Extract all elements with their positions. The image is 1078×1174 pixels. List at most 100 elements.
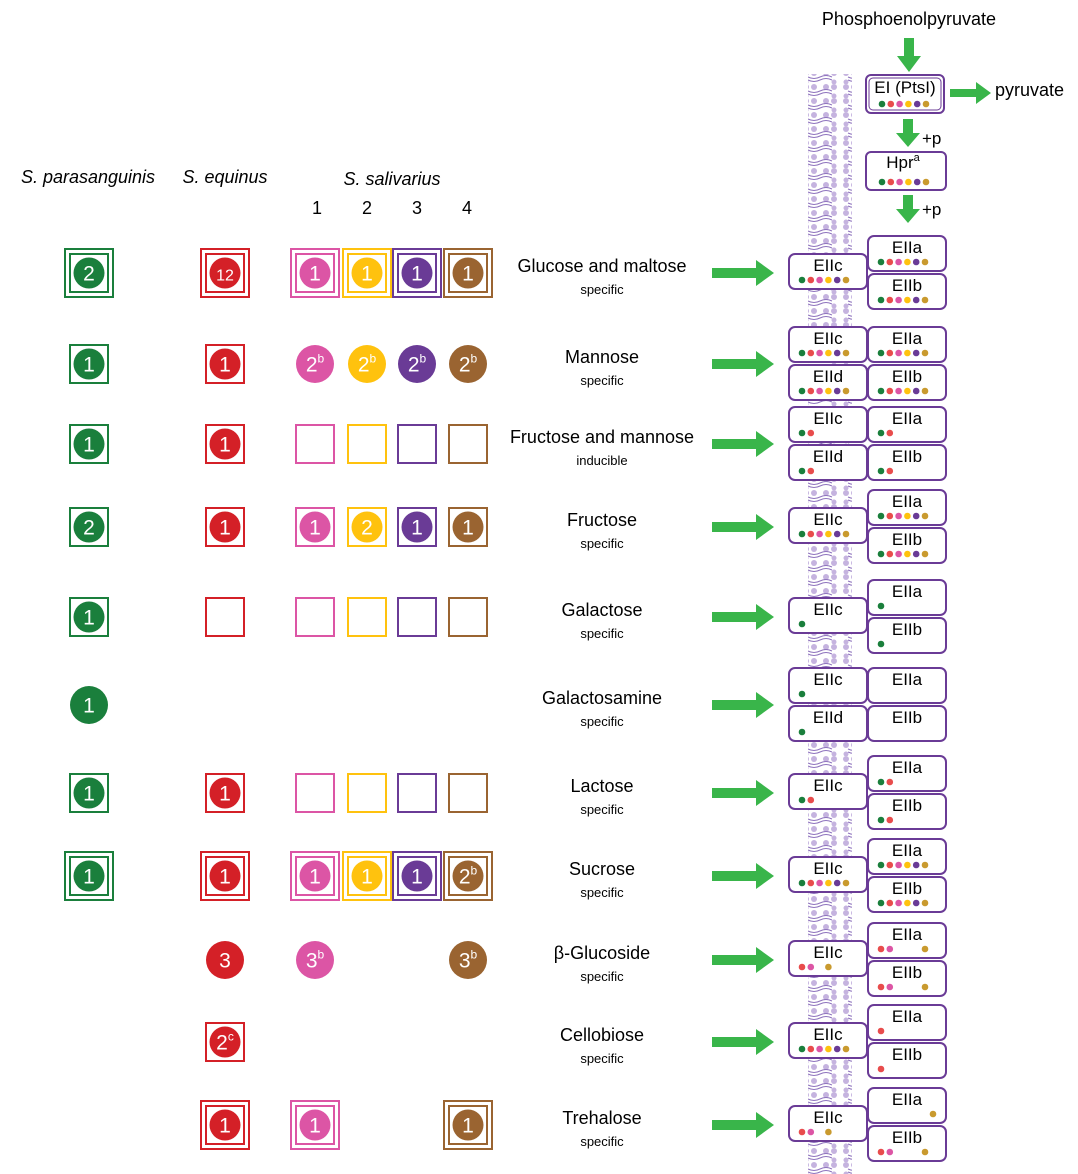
species-dot	[895, 550, 902, 558]
gene-count-circle	[351, 257, 383, 289]
species-dot	[878, 178, 886, 186]
gene-symbol-parasanguinis: 2	[64, 248, 114, 298]
gene-count-circle	[299, 1109, 331, 1141]
gene-symbol-parasanguinis: 1	[69, 344, 109, 384]
eii-label: EIIa	[892, 1007, 923, 1026]
species-dot	[921, 945, 929, 953]
eii-box-eiid: EIId	[788, 705, 868, 742]
eii-box-eiia: EIIa	[867, 1087, 947, 1124]
eii-label: EIIb	[892, 796, 922, 815]
species-dot	[816, 276, 823, 284]
species-dot	[895, 296, 902, 304]
gene-symbol-sal3	[397, 597, 437, 637]
species-dot	[929, 1110, 937, 1118]
eii-label: EIIb	[892, 530, 922, 549]
species-dot	[886, 899, 894, 907]
eii-box-eiia: EIIa	[867, 1004, 947, 1041]
gene-count-circle	[401, 860, 433, 892]
gene-count-circle	[209, 777, 241, 809]
species-dot	[921, 550, 929, 558]
eii-box-eiic: EIIc	[788, 1022, 868, 1059]
eii-label: EIIb	[892, 708, 922, 727]
species-dot	[833, 276, 841, 284]
species-dot	[798, 467, 806, 475]
species-dot	[877, 258, 885, 266]
gene-count: 2b	[306, 352, 325, 377]
eii-box-eiic: EIIc	[788, 406, 868, 443]
species-dot	[842, 530, 850, 538]
species-dot	[886, 945, 894, 953]
gene-symbol-sal2: 2b	[348, 345, 386, 383]
eii-box-eiic: EIIc	[788, 597, 868, 634]
species-dot	[886, 816, 894, 824]
eii-box-eiia: EIIa	[867, 667, 947, 704]
gene-count-circle	[209, 1109, 241, 1141]
sugar-specificity: inducible	[576, 453, 627, 468]
species-dot	[912, 861, 920, 869]
species-dot	[913, 178, 921, 186]
gene-count: 1	[309, 1115, 321, 1138]
sugar-name: Cellobiose	[560, 1025, 644, 1045]
species-dot	[816, 349, 823, 357]
gene-count: 2c	[216, 1030, 234, 1055]
sugar-specificity: specific	[580, 1134, 624, 1149]
gene-count-circle	[73, 860, 105, 892]
eii-box-eiia: EIIa	[867, 406, 947, 443]
species-dot	[886, 296, 894, 304]
species-dot	[912, 387, 920, 395]
eii-label: EIIa	[892, 409, 923, 428]
gene-count: 2	[83, 517, 95, 540]
species-dot	[877, 387, 885, 395]
eii-label: EIIb	[892, 1045, 922, 1064]
ei-dots	[878, 100, 930, 108]
gene-count: 1	[411, 866, 423, 889]
gene-symbol-sal1	[295, 773, 335, 813]
gene-count: 1	[361, 263, 373, 286]
species-dot	[912, 899, 920, 907]
species-dot	[877, 899, 885, 907]
ei-label: EI (PtsI)	[874, 78, 935, 97]
gene-count: 2b	[459, 864, 478, 889]
species-dot	[877, 640, 885, 648]
gene-count: 1	[219, 434, 231, 457]
eii-label: EIIa	[892, 329, 923, 348]
eii-label: EIId	[813, 708, 843, 727]
species-dot	[913, 100, 921, 108]
species-dot	[877, 349, 885, 357]
sugar-name: Sucrose	[569, 859, 635, 879]
gene-count: 1	[83, 783, 95, 806]
species-dot	[904, 550, 911, 558]
gene-count-circle	[452, 511, 484, 543]
gene-count-circle	[452, 860, 484, 892]
species-dot	[825, 963, 832, 971]
gene-count-circle	[209, 1026, 241, 1058]
species-dot	[833, 879, 841, 887]
species-dot	[798, 879, 806, 887]
species-dot	[807, 349, 815, 357]
gene-symbol-sal3: 2b	[398, 345, 436, 383]
species-dot	[825, 1045, 832, 1053]
species-dot	[807, 1045, 815, 1053]
gene-symbol-sal4: 3b	[449, 941, 487, 979]
eii-label: EIIb	[892, 1128, 922, 1147]
gene-symbol-parasanguinis: 1	[69, 597, 109, 637]
species-equinus-label: S. equinus	[182, 167, 267, 187]
gene-symbol-parasanguinis: 1	[69, 424, 109, 464]
gene-count: 1	[83, 434, 95, 457]
species-dot	[842, 276, 850, 284]
species-dot	[798, 530, 806, 538]
eii-label: EIIc	[813, 1108, 843, 1127]
species-dot	[825, 530, 832, 538]
species-dot	[886, 512, 894, 520]
gene-symbol-sal1: 1	[290, 1100, 340, 1150]
gene-count: 1	[219, 1115, 231, 1138]
sugar-specificity: specific	[580, 802, 624, 817]
gene-symbol-sal2	[347, 773, 387, 813]
species-dot	[896, 100, 903, 108]
eii-box-eiib: EIIb	[867, 444, 947, 481]
strain-3-label: 3	[412, 198, 422, 218]
eii-label: EIId	[813, 367, 843, 386]
gene-symbol-sal4: 2b	[449, 345, 487, 383]
gene-count: 1	[462, 1115, 474, 1138]
